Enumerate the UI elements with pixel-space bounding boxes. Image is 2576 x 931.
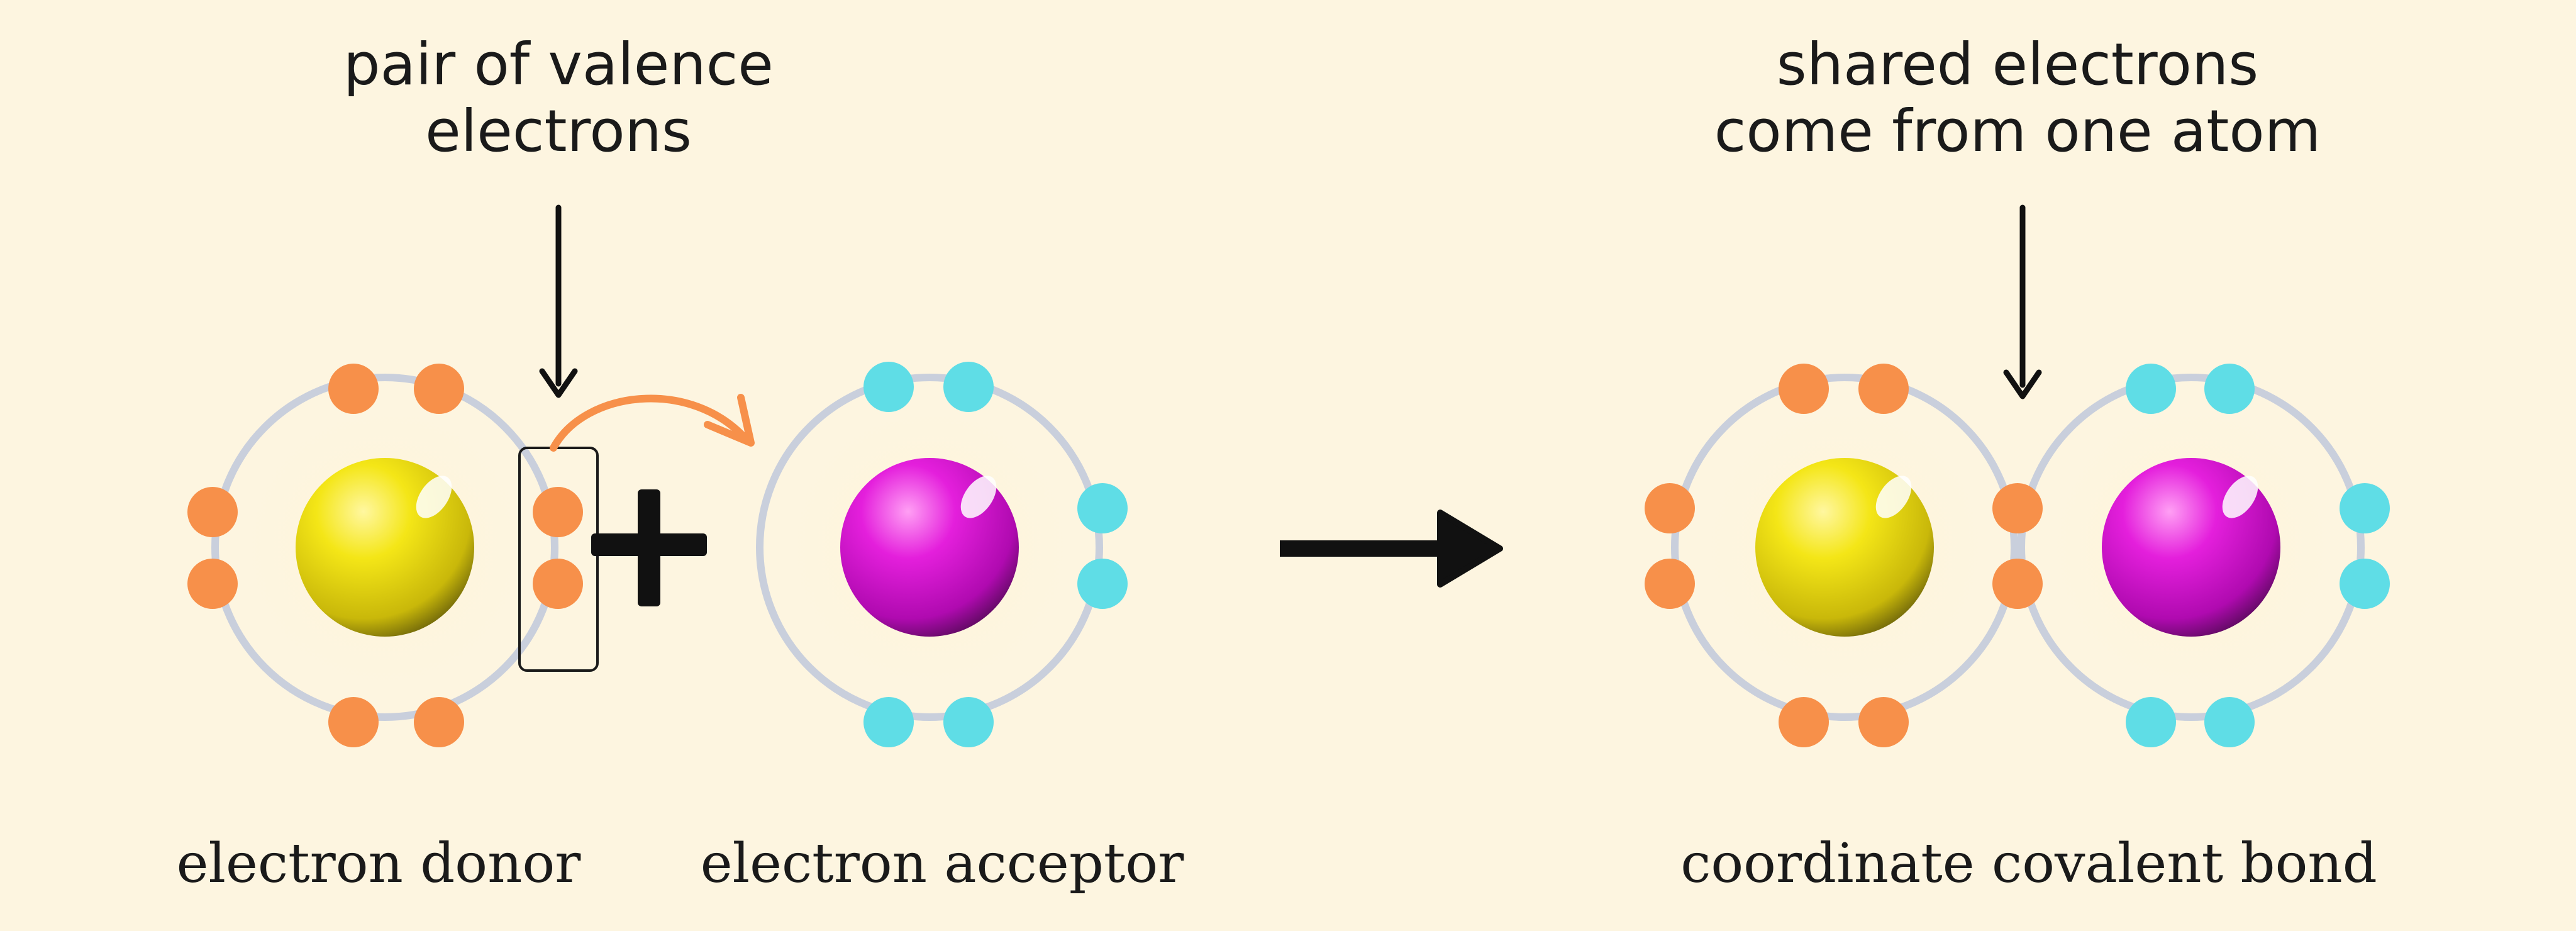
electron (328, 364, 379, 414)
electron (1077, 559, 1128, 609)
donor-shell (211, 374, 558, 721)
reaction-arrow (1280, 510, 1503, 588)
acceptor-caption: electron acceptor (701, 832, 1185, 895)
electron (2340, 559, 2390, 609)
donor-caption: electron donor (177, 832, 582, 895)
electron (1077, 483, 1128, 533)
electron (2340, 483, 2390, 533)
pair-label-line2: electrons (425, 98, 692, 165)
electron (2126, 364, 2176, 414)
bonded-donor-highlight (1875, 476, 1912, 518)
electron (943, 362, 994, 412)
electron (1645, 483, 1695, 533)
shared-label-line2: come from one atom (1714, 98, 2321, 165)
pair-pointer-arrow (539, 204, 578, 398)
electron-transfer-arrowhead (704, 394, 755, 447)
electron (187, 487, 238, 537)
acceptor-nucleus-highlight (960, 476, 997, 518)
donor-electrons (187, 364, 583, 747)
electron (1645, 559, 1695, 609)
bonded-molecule (1645, 364, 2390, 747)
plus-sign (591, 489, 707, 606)
electron (863, 697, 914, 747)
shared-label-line1: shared electrons (1777, 31, 2258, 98)
electron (1858, 697, 1909, 747)
electron (1858, 364, 1909, 414)
bonded-acceptor-electrons (2126, 364, 2390, 747)
donor-nucleus-highlight (416, 476, 452, 518)
bonded-donor-electrons (1645, 364, 2043, 747)
bonded-acceptor-highlight (2222, 476, 2258, 518)
valence-pair-box (518, 447, 599, 672)
electron (414, 697, 464, 747)
shared-pointer-arrow (2003, 204, 2042, 399)
electron-transfer-arrow (550, 394, 751, 452)
electron (414, 364, 464, 414)
electron (2204, 697, 2255, 747)
donor-atom (187, 364, 583, 747)
shared-electron (1992, 483, 2043, 533)
bonded-shell-donor (1671, 374, 2018, 721)
electron (2204, 364, 2255, 414)
bonded-shell-acceptor (2018, 374, 2365, 721)
pair-label-line1: pair of valence (343, 31, 774, 98)
acceptor-shell (756, 374, 1103, 721)
shared-electron (1992, 559, 2043, 609)
acceptor-atom (747, 362, 1128, 747)
electron (187, 559, 238, 609)
acceptor-electrons (863, 362, 1128, 747)
electron (2126, 697, 2176, 747)
bond-caption: coordinate covalent bond (1680, 832, 2377, 895)
electron (533, 487, 583, 537)
electron (328, 697, 379, 747)
electron (533, 559, 583, 609)
electron (863, 362, 914, 412)
electron (1779, 697, 1829, 747)
electron (1779, 364, 1829, 414)
electron (943, 697, 994, 747)
